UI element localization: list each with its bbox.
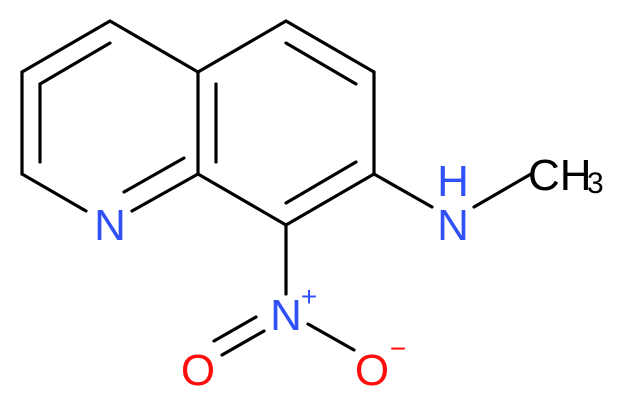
bond-n-o-left-a <box>220 329 266 357</box>
bond-c5-c6 <box>284 19 376 74</box>
nitro-oxygen-right-charge: − <box>390 333 406 364</box>
nitro-nitrogen-charge: + <box>301 281 317 312</box>
methyl-subscript: 3 <box>587 167 604 200</box>
ring-nitrogen-label: N <box>94 201 126 250</box>
amine-n-label: N <box>437 201 469 250</box>
bond-n-c8a <box>130 172 200 213</box>
bond-c5-c6-inner <box>284 41 358 86</box>
bond-c1-n <box>20 172 88 213</box>
bond-c4a-c5 <box>196 19 288 74</box>
bond-c2-c3 <box>20 19 112 74</box>
nitro-oxygen-left-label: O <box>181 346 215 395</box>
methyl-label: CH <box>528 151 592 200</box>
bond-c7-c8-inner <box>284 160 358 205</box>
nitro-nitrogen-label: N <box>270 291 302 340</box>
bond-c2-c3-inner <box>38 41 112 86</box>
bond-c3-c4 <box>108 19 200 74</box>
bond-n-o-right <box>306 322 356 352</box>
amine-h-label: H <box>437 157 469 206</box>
bond-c7-c8 <box>284 172 376 227</box>
bond-nh-ch3 <box>472 172 533 209</box>
bond-c7-nh <box>372 172 434 209</box>
bond-n-o-left-b <box>212 315 258 343</box>
nitro-oxygen-right-label: O <box>355 346 389 395</box>
bond-n-c8a-inner <box>122 156 186 194</box>
bond-c8-c8a <box>196 172 288 227</box>
